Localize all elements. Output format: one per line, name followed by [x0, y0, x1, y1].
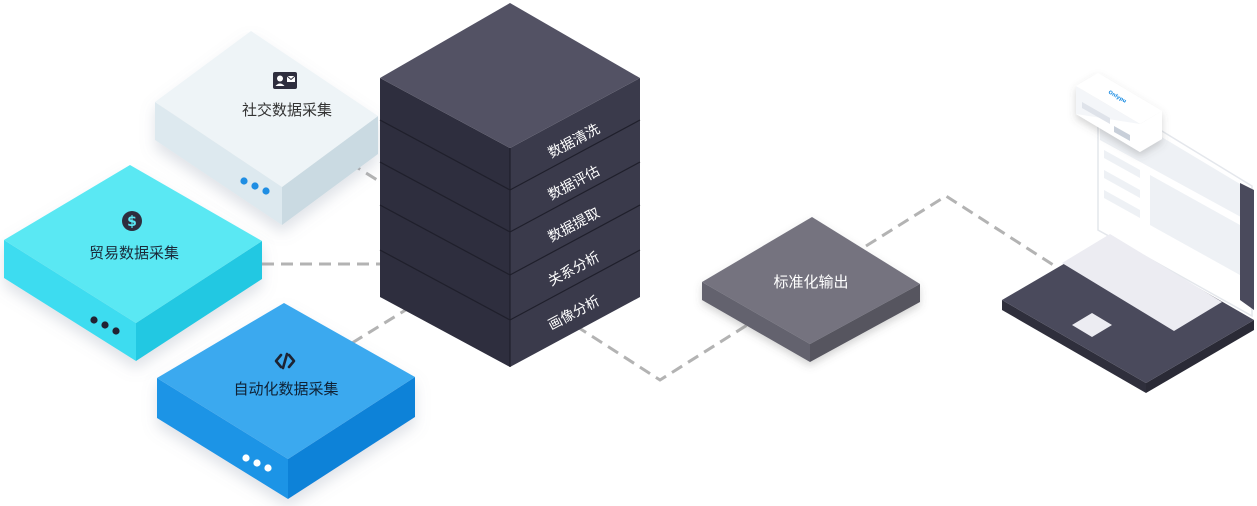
- social-data-label: 社交数据采集: [242, 101, 332, 119]
- code-icon: [274, 352, 296, 370]
- laptop: Onlypu: [1002, 73, 1254, 393]
- output-label: 标准化输出: [773, 273, 848, 291]
- laptop-trackpad: [1072, 313, 1112, 337]
- trade-data-box: [4, 165, 262, 361]
- laptop-screen-edge: [1240, 183, 1254, 310]
- server-stack: [379, 3, 641, 367]
- auto-box-dots: [242, 454, 272, 472]
- id-card-icon: [273, 72, 297, 89]
- social-box-dots: [240, 177, 270, 195]
- dollar-icon: $: [122, 211, 142, 231]
- automated-data-box: [157, 303, 415, 499]
- website-popup: Onlypu: [1076, 73, 1162, 152]
- trade-data-label: 贸易数据采集: [89, 244, 179, 262]
- laptop-keyboard: [1062, 234, 1222, 331]
- output-box: [702, 217, 920, 362]
- connector-server-to-output: [575, 320, 753, 382]
- trade-box-dots: [90, 316, 120, 335]
- social-data-box: [155, 31, 378, 225]
- laptop-base: [1002, 300, 1146, 393]
- automated-data-label: 自动化数据采集: [233, 380, 338, 398]
- connector-output-to-laptop: [865, 194, 1059, 270]
- svg-text:$: $: [127, 214, 137, 230]
